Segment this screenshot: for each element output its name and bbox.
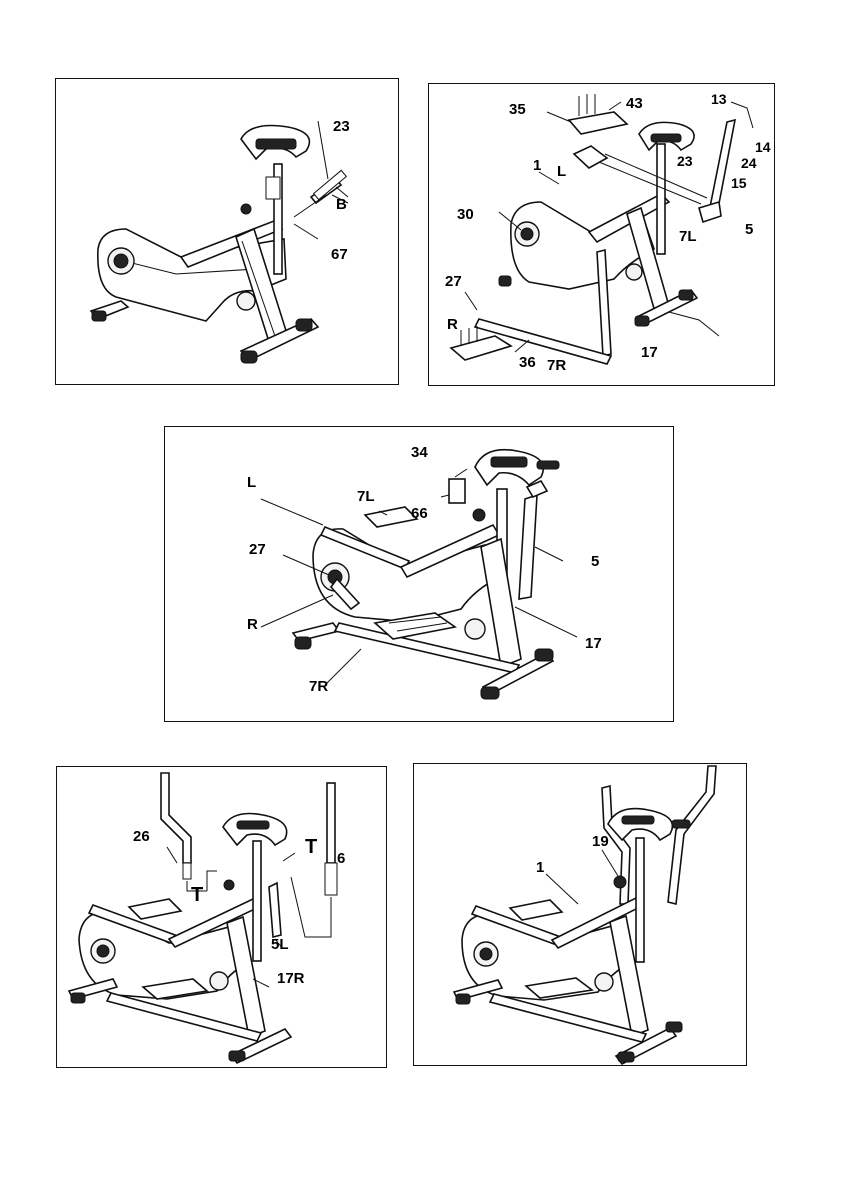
label-L: L [557,164,566,179]
label-27: 27 [249,542,266,557]
label-5L: 5L [271,937,289,952]
label-15: 15 [731,176,747,190]
assembly-step-2-diagram: 35 43 13 14 24 15 1 L 23 30 7L 5 27 R 17… [428,83,775,386]
label-14: 14 [755,140,771,154]
label-T-right: T [305,837,317,857]
exercise-bike-handles-drawing [57,767,388,1069]
label-5: 5 [745,222,753,237]
label-R: R [447,317,458,332]
assembly-step-5-diagram: 19 1 [413,763,747,1066]
label-R: R [247,617,258,632]
label-67: 67 [331,247,348,262]
label-23: 23 [677,154,693,168]
label-19: 19 [592,834,609,849]
label-24: 24 [741,156,757,170]
label-7R: 7R [309,679,328,694]
label-34: 34 [411,445,428,460]
assembly-step-1-diagram: 23 B 67 [55,78,399,385]
label-7L: 7L [357,489,375,504]
label-17: 17 [641,345,658,360]
label-B: B [336,197,347,212]
assembly-step-4-diagram: 26 6 T T 5L 17R [56,766,387,1068]
label-30: 30 [457,207,474,222]
label-1: 1 [536,860,544,875]
exercise-bike-pedal-arms-drawing [429,84,776,387]
label-L: L [247,475,256,490]
label-7L: 7L [679,229,697,244]
assembly-step-3-diagram: 34 L 7L 66 27 5 R 17 7R [164,426,674,722]
label-5: 5 [591,554,599,569]
label-27: 27 [445,274,462,289]
label-66: 66 [411,506,428,521]
label-43: 43 [626,96,643,111]
label-17R: 17R [277,971,305,986]
label-13: 13 [711,92,727,106]
label-23: 23 [333,119,350,134]
exercise-bike-assembled-drawing [414,764,748,1067]
label-6: 6 [337,851,345,866]
label-17: 17 [585,636,602,651]
label-35: 35 [509,102,526,117]
label-36: 36 [519,355,536,370]
label-26: 26 [133,829,150,844]
exercise-bike-pedals-drawing [165,427,675,723]
label-1: 1 [533,158,541,173]
label-T-left: T [191,885,203,905]
label-7R: 7R [547,358,566,373]
